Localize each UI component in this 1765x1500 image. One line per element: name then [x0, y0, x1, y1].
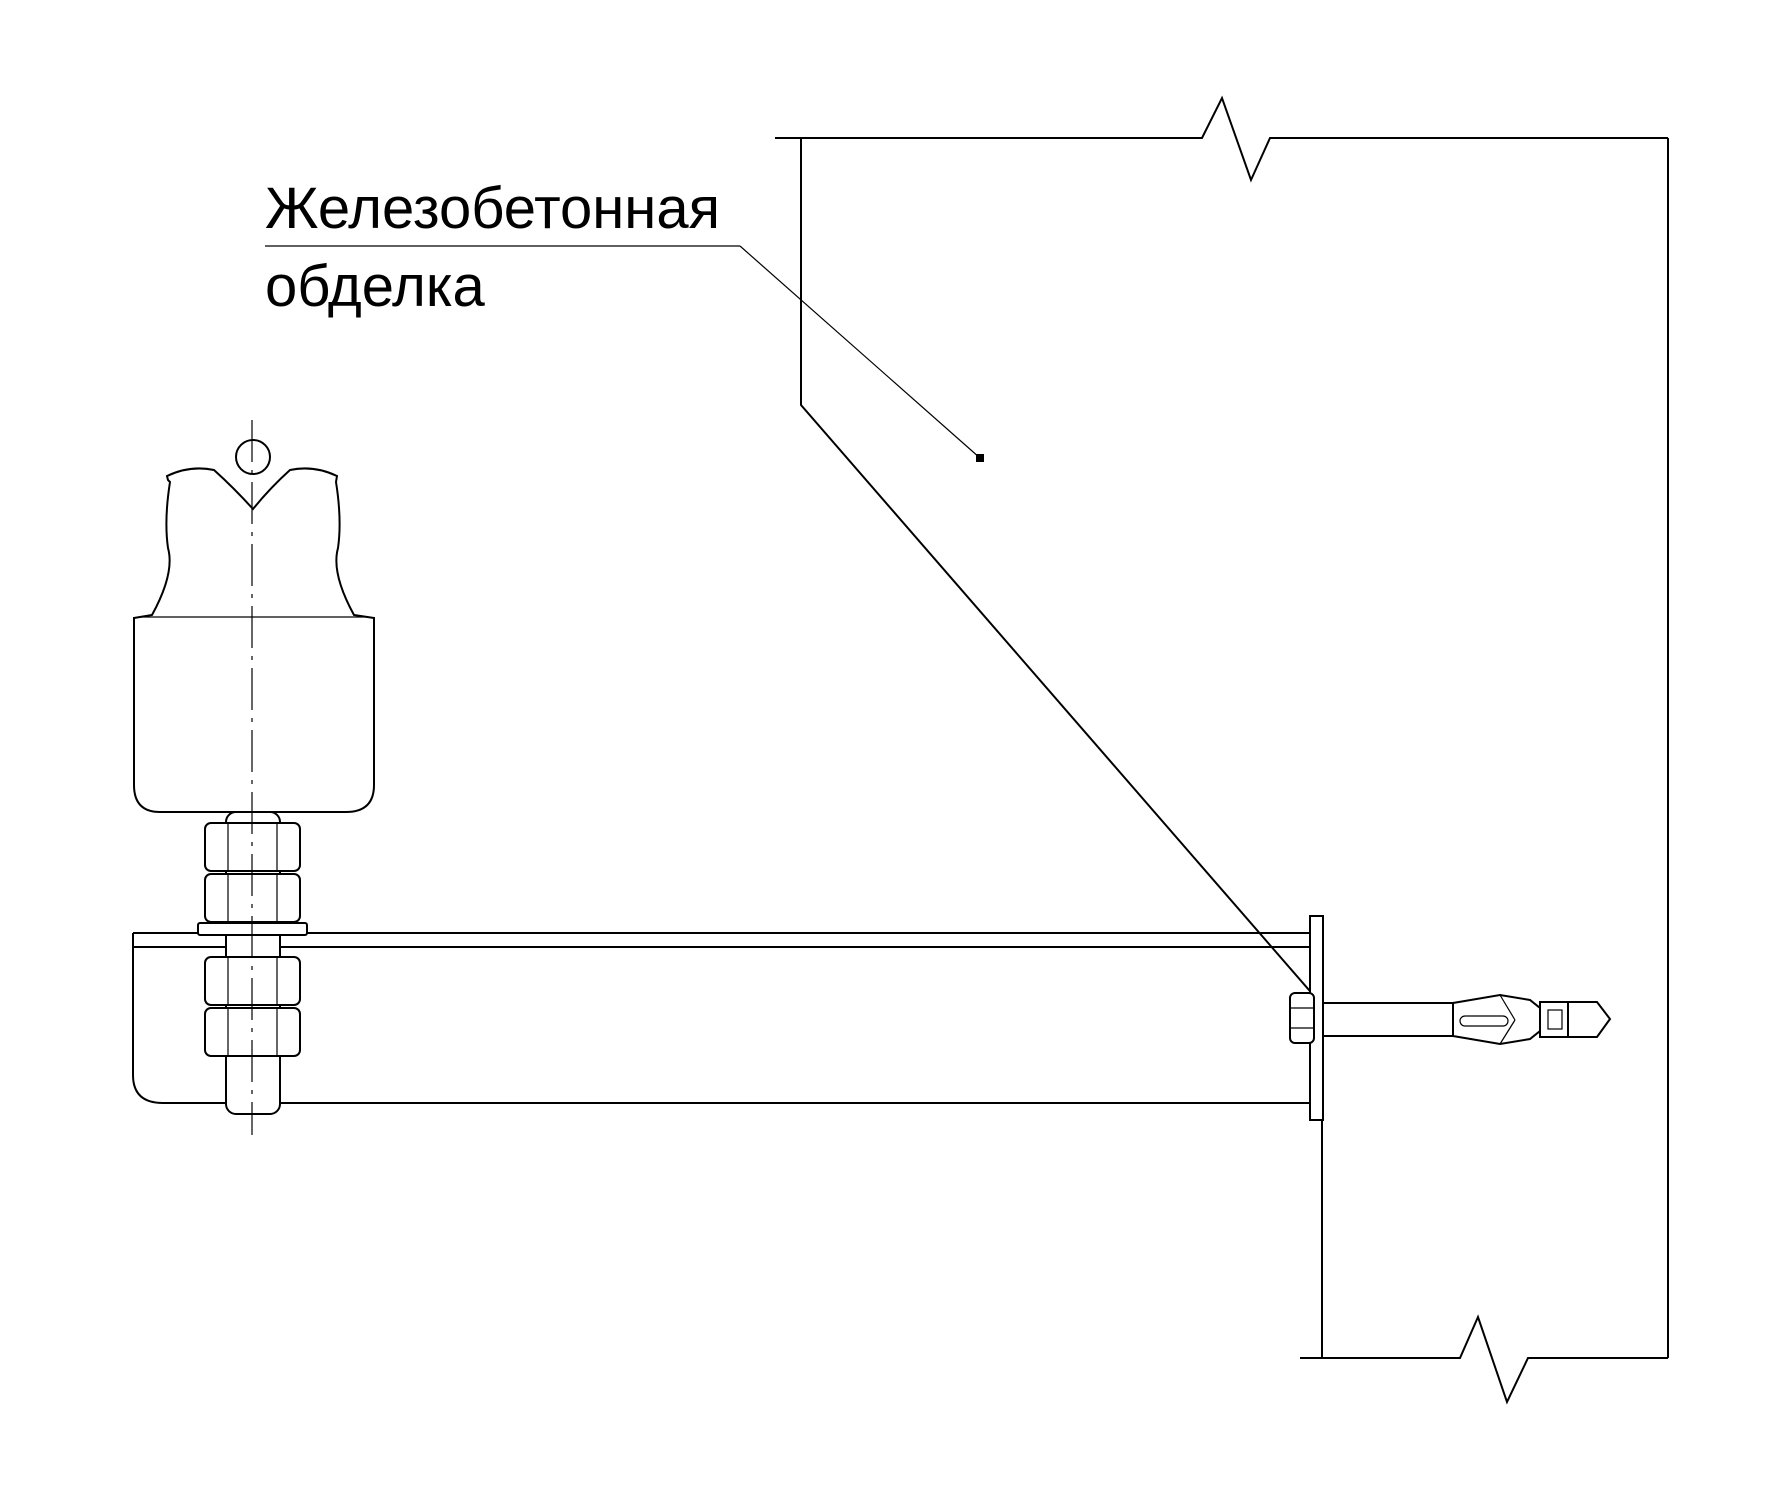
steel-bracket: [132, 915, 1324, 1121]
anchor-shaft: [1322, 1002, 1454, 1037]
callout-label-line1: Железобетонная: [265, 176, 720, 241]
insulator-body: [133, 467, 375, 813]
insulator-assembly: [133, 420, 375, 1135]
bracket-bottom-edge: [132, 1074, 1310, 1104]
callout-leader-dot: [976, 454, 984, 462]
anchor-nut: [1289, 992, 1315, 1044]
anchor-expansion-sleeve: [1452, 993, 1541, 1046]
insulator-eye: [235, 439, 271, 475]
anchor-slot: [1459, 1015, 1509, 1027]
callout-leader: [265, 245, 984, 462]
anchor-bolt: [1289, 992, 1612, 1046]
lining-top-edge: [775, 95, 1668, 183]
concrete-lining: [775, 95, 1669, 1405]
anchor-tip: [1567, 1001, 1612, 1038]
callout-label-line2: обделка: [265, 254, 486, 319]
lining-inner-face: [800, 138, 1323, 1358]
anchor-cone: [1539, 1001, 1569, 1038]
lining-bottom-edge: [1300, 1314, 1668, 1405]
callout-leader-line: [739, 245, 981, 459]
